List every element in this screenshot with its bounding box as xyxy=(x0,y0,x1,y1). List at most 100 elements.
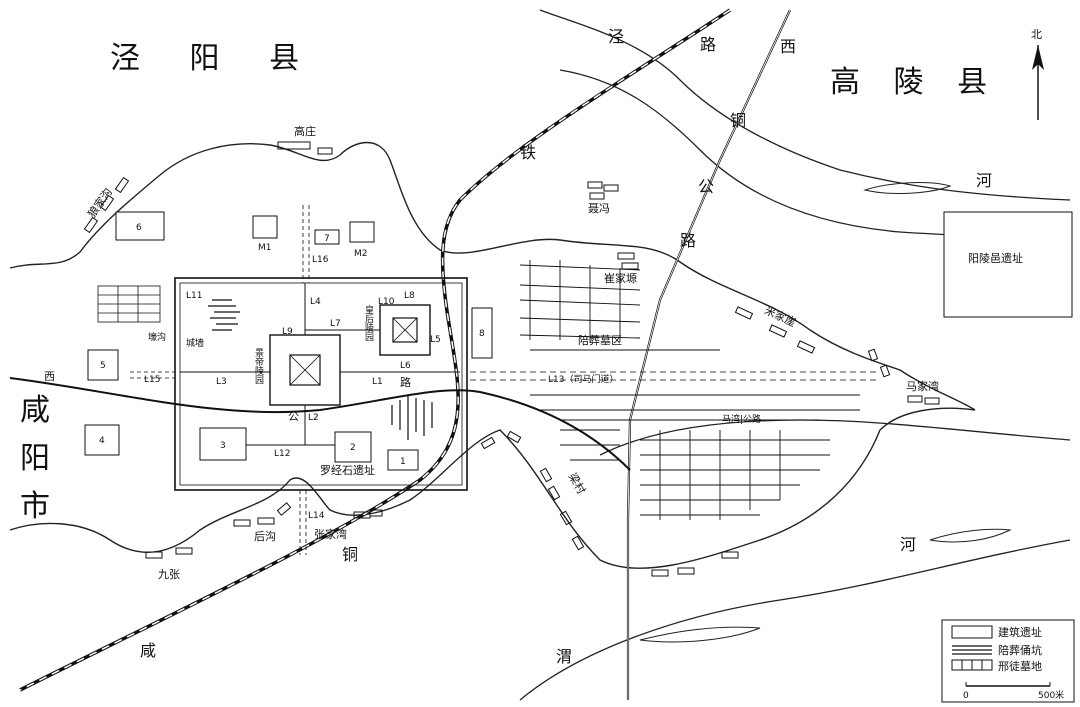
l5-label: L5 xyxy=(430,335,441,345)
scale-zero: 0 xyxy=(963,691,969,701)
l8-label: L8 xyxy=(404,291,415,301)
xitong-highway-inner xyxy=(627,9,791,700)
hougou-label: 后沟 xyxy=(254,530,276,543)
site-2 xyxy=(334,431,372,463)
wei-river-island xyxy=(639,626,761,643)
burial-grid-east xyxy=(519,260,860,520)
highway-label-xi: 西 xyxy=(780,37,796,56)
road-l14 xyxy=(299,490,307,555)
m2-label: M2 xyxy=(354,249,368,259)
site-2-label: 2 xyxy=(350,443,356,453)
west-road-label-xi: 西 xyxy=(44,370,55,383)
gaozhuang-label: 高庄 xyxy=(294,124,316,138)
l4-label: L4 xyxy=(310,297,321,307)
yangling-city-site xyxy=(943,211,1073,318)
jiuzhang-label: 九张 xyxy=(158,568,180,581)
site-1-label: 1 xyxy=(400,457,406,467)
site-7-label: 7 xyxy=(324,234,330,244)
yangling-city-site-label: 阳陵邑遗址 xyxy=(968,251,1023,265)
jing-river-island xyxy=(863,182,952,194)
majiawan-label: 马家湾 xyxy=(906,379,939,393)
wei-river-label-wei: 渭 xyxy=(556,647,572,666)
legend-building: 建筑遗址 xyxy=(998,625,1042,639)
site-6 xyxy=(115,211,165,241)
simadao-label: L13（司马门道） xyxy=(548,373,618,385)
xianyang-city-label-1: 咸 xyxy=(20,393,50,428)
site-3 xyxy=(199,427,247,461)
pit-grid-west xyxy=(97,285,161,323)
niefeng-label: 聂冯 xyxy=(588,202,610,215)
site-4 xyxy=(84,424,120,456)
legend-cemetery: 邢徒墓地 xyxy=(998,659,1042,673)
l11-label: L11 xyxy=(186,291,202,301)
l3-label: L3 xyxy=(216,377,227,387)
l12-label: L12 xyxy=(274,449,290,459)
wall-label: 城墙 xyxy=(186,337,204,349)
l7-label: L7 xyxy=(330,319,341,329)
l1-label: L1 xyxy=(372,377,383,387)
empress-tomb-pyramid xyxy=(392,317,418,343)
wei-river-label-he: 河 xyxy=(900,535,916,554)
railway-label-lu: 路 xyxy=(700,35,716,54)
legend-pit: 陪葬俑坑 xyxy=(998,643,1042,657)
cuijiagou-label: 崔家塬 xyxy=(604,271,637,285)
l2-label: L2 xyxy=(308,413,319,423)
site-4-label: 4 xyxy=(99,436,105,446)
yangling-enclosure xyxy=(174,277,468,491)
l9-label: L9 xyxy=(282,327,293,337)
site-5-label: 5 xyxy=(100,361,106,371)
road-l16 xyxy=(302,205,310,283)
xianyang-city-label-2: 阳 xyxy=(20,441,50,476)
site-3-label: 3 xyxy=(220,441,226,451)
l16-label: L16 xyxy=(312,255,329,265)
tableland-edge-north xyxy=(9,141,976,411)
highway-label-lu: 路 xyxy=(680,231,696,250)
l14-label: L14 xyxy=(308,511,325,521)
empress-tomb-label: 皇后陵园 xyxy=(363,304,374,342)
emperor-tomb-label: 景帝陵园 xyxy=(253,348,264,385)
highway-label-tong: 铜 xyxy=(730,111,746,130)
site-7 xyxy=(314,229,340,245)
site-6-label: 6 xyxy=(136,223,142,233)
empress-tomb-mound xyxy=(392,317,418,343)
burial-area-label: 陪葬墓区 xyxy=(578,333,622,347)
xian-road-label-xian: 咸 xyxy=(140,641,156,660)
scale-max: 500米 xyxy=(1038,689,1064,701)
pits-inside xyxy=(208,299,433,440)
tableland-edge-south xyxy=(9,407,976,569)
moat-label: 壕沟 xyxy=(148,331,166,343)
gaoling-county-label: 高 陵 县 xyxy=(830,65,999,100)
west-road-label-lu: 路 xyxy=(400,376,411,389)
railway-label-jing: 泾 xyxy=(608,27,624,46)
zhangjiawan-label: 张家湾 xyxy=(314,527,347,541)
site-m1 xyxy=(252,215,278,239)
mawan-road-label: 马湾|公路 xyxy=(722,413,761,425)
cemetery-marks xyxy=(83,141,940,577)
railway-line-inner xyxy=(19,9,731,691)
jing-river-north-bank xyxy=(539,9,1071,201)
wei-river-north-bank xyxy=(519,539,1071,701)
site-1 xyxy=(387,449,419,471)
legend xyxy=(941,619,1075,703)
jing-river-label: 河 xyxy=(976,171,992,190)
yangling-enclosure-inner xyxy=(179,282,463,486)
emperor-tomb-pyramid xyxy=(289,354,321,386)
site-5 xyxy=(87,349,119,381)
site-8 xyxy=(471,307,493,359)
l15-label: L15 xyxy=(144,375,160,385)
xianyang-city-label-3: 市 xyxy=(20,489,50,524)
site-8-label: 8 xyxy=(479,329,485,339)
l6-label: L6 xyxy=(400,361,411,371)
emperor-tomb-mound xyxy=(289,354,321,386)
west-road-label-gong: 公 xyxy=(288,410,299,423)
l10-label: L10 xyxy=(378,297,395,307)
west-road xyxy=(9,377,631,471)
site-m2 xyxy=(349,221,375,243)
m1-label: M1 xyxy=(258,243,272,253)
highway-label-gong: 公 xyxy=(698,177,714,196)
jingyang-county-label: 泾 阳 县 xyxy=(110,41,319,76)
road-l13 xyxy=(470,371,880,381)
north-label: 北 xyxy=(1031,28,1042,41)
railway-label-tie: 铁 xyxy=(520,143,536,162)
